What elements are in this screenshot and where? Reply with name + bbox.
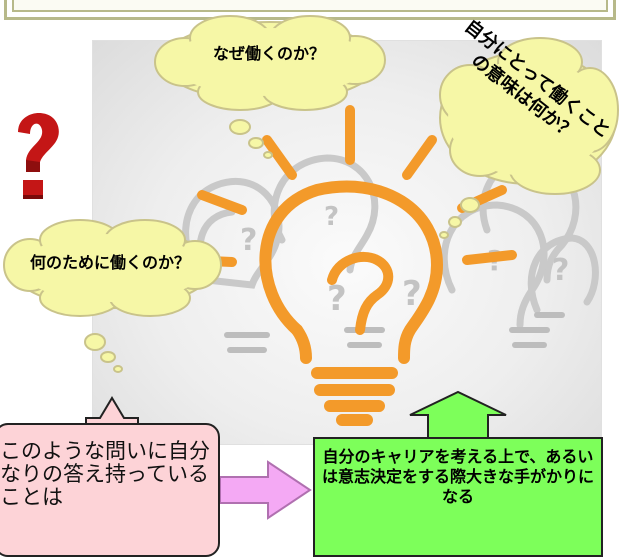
cloud-top-text: なぜ働くのか？ (212, 44, 325, 63)
grey-bulb-4 (440, 201, 548, 329)
top-banner-inner (12, 0, 608, 12)
svg-text:?: ? (327, 279, 347, 319)
svg-text:?: ? (402, 274, 422, 314)
orange-bulb (259, 180, 444, 426)
answer-box (313, 437, 603, 557)
grey-bulb-2 (270, 154, 379, 274)
question-box (0, 423, 220, 557)
up-arrow-green (409, 390, 507, 441)
answer-box-text: 自分のキャリアを考える上で、あるいは意志決定をする際大きな手がかりになる (321, 447, 594, 506)
right-arrow (219, 460, 312, 520)
svg-text:?: ? (240, 223, 257, 258)
light-rays (182, 105, 517, 267)
question-box-text: このような問いに自分なりの答え持っていることは (0, 439, 210, 509)
cloud-left-text: 何のために働くのか？ (29, 253, 190, 272)
svg-text:?: ? (324, 202, 339, 232)
red-question-mark-icon (18, 113, 59, 199)
svg-text:?: ? (552, 253, 569, 288)
grey-bulb-5 (527, 234, 599, 314)
